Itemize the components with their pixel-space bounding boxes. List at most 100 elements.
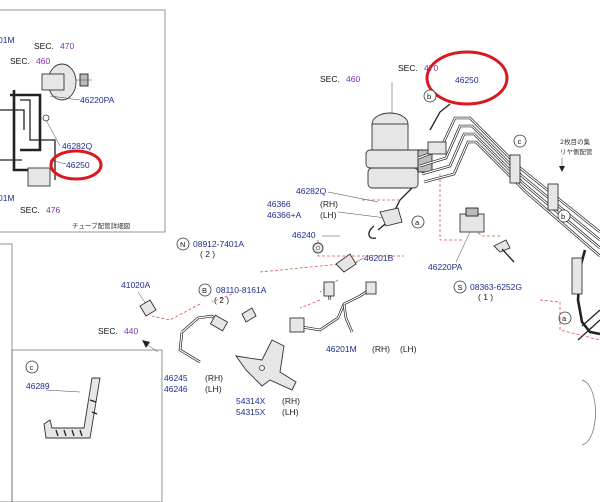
label-54314x-rh: (RH) — [282, 396, 300, 406]
main-sec-470-label: SEC. — [398, 63, 418, 73]
qty-08363: ( 1 ) — [478, 292, 493, 302]
inset-pipe-b — [12, 90, 40, 172]
lower-left-clip-46289 — [43, 377, 101, 439]
label-46201b: 46201B — [364, 253, 394, 263]
bolt-08363 — [493, 239, 511, 253]
label-54315x-lh: (LH) — [282, 407, 299, 417]
marker-a-center-text: a — [415, 218, 420, 227]
circle-s-text: S — [458, 283, 463, 292]
lower-left-label-46289: 46289 — [26, 381, 50, 391]
label-46240: 46240 — [292, 230, 316, 240]
inset-pipe-c — [20, 99, 56, 180]
inset-sec-476-num: 476 — [46, 205, 60, 215]
master-cylinder-body — [365, 149, 427, 169]
inset-label-46282q: 46282Q — [62, 141, 93, 151]
main-label-46250: 46250 — [455, 75, 479, 85]
marker-b-top-text: b — [427, 92, 431, 101]
brake-tube-46201m — [289, 281, 377, 333]
label-46246-lh: (LH) — [205, 384, 222, 394]
main-sec-460-label: SEC. — [320, 74, 340, 84]
inset-master-cylinder — [41, 73, 65, 91]
label-54315x: 54315X — [236, 407, 266, 417]
label-08110: 08110-8161A — [216, 285, 267, 295]
circle-s — [453, 280, 467, 294]
label-46366a: 46366+A — [267, 210, 302, 220]
bundle-clip-1 — [509, 154, 521, 184]
inset-detail-panel: チューブ配管詳細図 01M SEC. 470 SEC. 460 46220PA … — [0, 9, 166, 233]
label-46282q: 46282Q — [296, 186, 327, 196]
lower-left-circle-c — [25, 360, 39, 374]
inset-label-01m-bottom: 01M — [0, 193, 15, 203]
hose-connector-46366 — [379, 207, 403, 227]
sec-440-arrow-icon — [142, 340, 150, 348]
lower-left-frame-box — [11, 349, 163, 502]
label-46201m: 46201M — [326, 344, 357, 354]
marker-c — [513, 134, 527, 148]
marker-b-top — [423, 89, 437, 103]
bolt-08110 — [241, 307, 257, 323]
inset-sec-476-label: SEC. — [20, 205, 40, 215]
main-sec-440-num: 440 — [124, 326, 138, 336]
inset-bracket-point — [42, 114, 50, 122]
lower-left-circle-c-text: c — [30, 363, 34, 372]
bolt-41020a — [139, 299, 157, 317]
inset-label-46220pa: 46220PA — [80, 95, 115, 105]
label-41020a: 41020A — [121, 280, 151, 290]
inset-pipe-a — [10, 93, 42, 152]
note-line-1: 2枚目の集 — [560, 137, 591, 146]
label-46201m-rh: (RH) — [372, 344, 390, 354]
inset-sec-470-num: 470 — [60, 41, 74, 51]
main-diagram: SEC. 460 SEC. 470 46250 — [98, 50, 600, 446]
qty-08912: ( 2 ) — [200, 249, 215, 259]
label-46245-rh: (RH) — [205, 373, 223, 383]
inset-sec-460-label: SEC. — [10, 56, 30, 66]
label-46201m-lh: (LH) — [400, 344, 417, 354]
label-46366a-lh: (LH) — [320, 210, 337, 220]
label-46366: 46366 — [267, 199, 291, 209]
main-sec-440-label: SEC. — [98, 326, 118, 336]
inset-pipe-d — [0, 109, 25, 130]
marker-b-right — [557, 209, 571, 223]
right-side-valve — [571, 257, 583, 295]
label-46220pa: 46220PA — [428, 262, 463, 272]
bracket-46220pa — [459, 213, 485, 233]
marker-b-right-text: b — [561, 212, 565, 221]
bundle-clip-2 — [547, 183, 559, 211]
qty-08110: ( 2 ) — [214, 295, 229, 305]
inset-sec-470-label: SEC. — [34, 41, 54, 51]
inset-sec-460-num: 460 — [36, 56, 50, 66]
marker-c-text: c — [518, 137, 522, 146]
inset-frame — [0, 9, 166, 233]
bracket-54314x — [235, 339, 297, 391]
label-46366-rh: (RH) — [320, 199, 338, 209]
note-arrow-icon — [559, 166, 565, 172]
marker-a-center — [411, 215, 425, 229]
main-highlight-46250 — [425, 50, 509, 106]
circle-n — [176, 237, 190, 251]
right-side-wheel-outline — [581, 379, 596, 446]
bundle-clip-3 — [427, 141, 447, 155]
lower-left-frame-vertical — [0, 243, 13, 502]
circle-b — [198, 283, 212, 297]
label-54314x: 54314X — [236, 396, 266, 406]
label-08912: 08912-7401A — [193, 239, 244, 249]
inset-label-01m-top: 01M — [0, 35, 15, 45]
clip-46201b — [335, 253, 357, 273]
circle-n-text: N — [180, 240, 185, 249]
master-cylinder-assembly — [365, 82, 433, 189]
inset-caption: チューブ配管詳細図 — [72, 221, 130, 230]
label-46245: 46245 — [164, 373, 188, 383]
main-sec-460-num: 460 — [346, 74, 360, 84]
note-line-2: リヤ側配管 — [560, 147, 593, 156]
master-cylinder-lower — [367, 167, 419, 189]
inset-label-46250: 46250 — [66, 160, 90, 170]
inset-highlight-46250 — [49, 149, 103, 181]
marker-a-right-text: a — [562, 314, 567, 323]
inset-junction-block — [27, 167, 51, 187]
label-08363: 08363-6252G — [470, 282, 522, 292]
label-46246: 46246 — [164, 384, 188, 394]
circle-b-text: B — [202, 286, 207, 295]
reservoir-body — [371, 123, 409, 155]
marker-a-right — [558, 311, 572, 325]
